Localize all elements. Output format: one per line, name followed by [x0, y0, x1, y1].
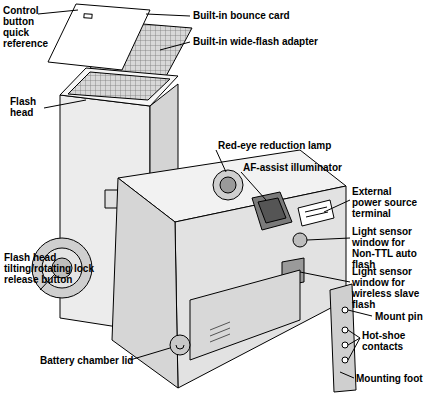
part-label: Hot-shoe contacts: [362, 330, 412, 352]
part-label: Control button quick reference: [3, 5, 51, 49]
part-label: AF-assist illuminator: [243, 162, 363, 173]
part-label: Mount pin: [375, 311, 445, 322]
part-label: Flash head tilting/rotating lock release…: [4, 252, 96, 285]
part-label: Light sensor window for Non-TTL auto fla…: [352, 226, 428, 270]
part-label: Light sensor window for wireless slave f…: [352, 266, 430, 310]
part-label: Built-in wide-flash adapter: [193, 36, 353, 47]
part-label: External power source terminal: [352, 186, 420, 219]
part-label: Flash head: [10, 96, 46, 118]
part-label: Red-eye reduction lamp: [218, 140, 348, 151]
part-label: Built-in bounce card: [193, 10, 343, 21]
part-label: Mounting foot: [356, 373, 446, 384]
part-label: Battery chamber lid: [40, 355, 150, 366]
